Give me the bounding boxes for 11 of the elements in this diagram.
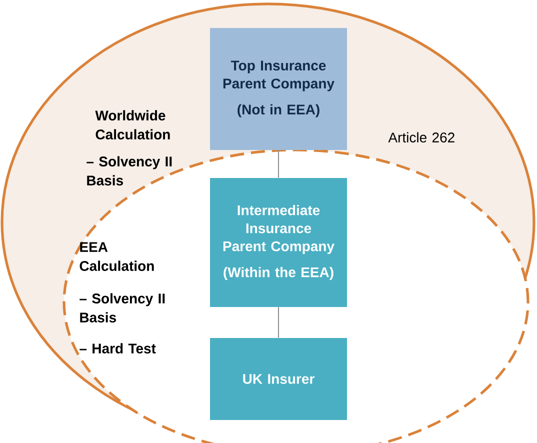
region-label: Worldwide Calculation [95,110,170,140]
region-label: – Hard Test [80,343,156,354]
connector-line [278,306,279,338]
region-label: – Solvency II Basis [80,293,165,322]
region-label: EEA Calculation [80,242,154,271]
region-label: Article 262 [388,132,454,142]
connector-line [278,150,279,178]
region-label: – Solvency II Basis [86,156,172,186]
entity-box: Top Insurance Parent Company (Not in EEA) [210,28,347,150]
entity-box: UK Insurer [210,338,347,420]
entity-box: Intermediate Insurance Parent Company (Within the EEA) [210,178,347,307]
